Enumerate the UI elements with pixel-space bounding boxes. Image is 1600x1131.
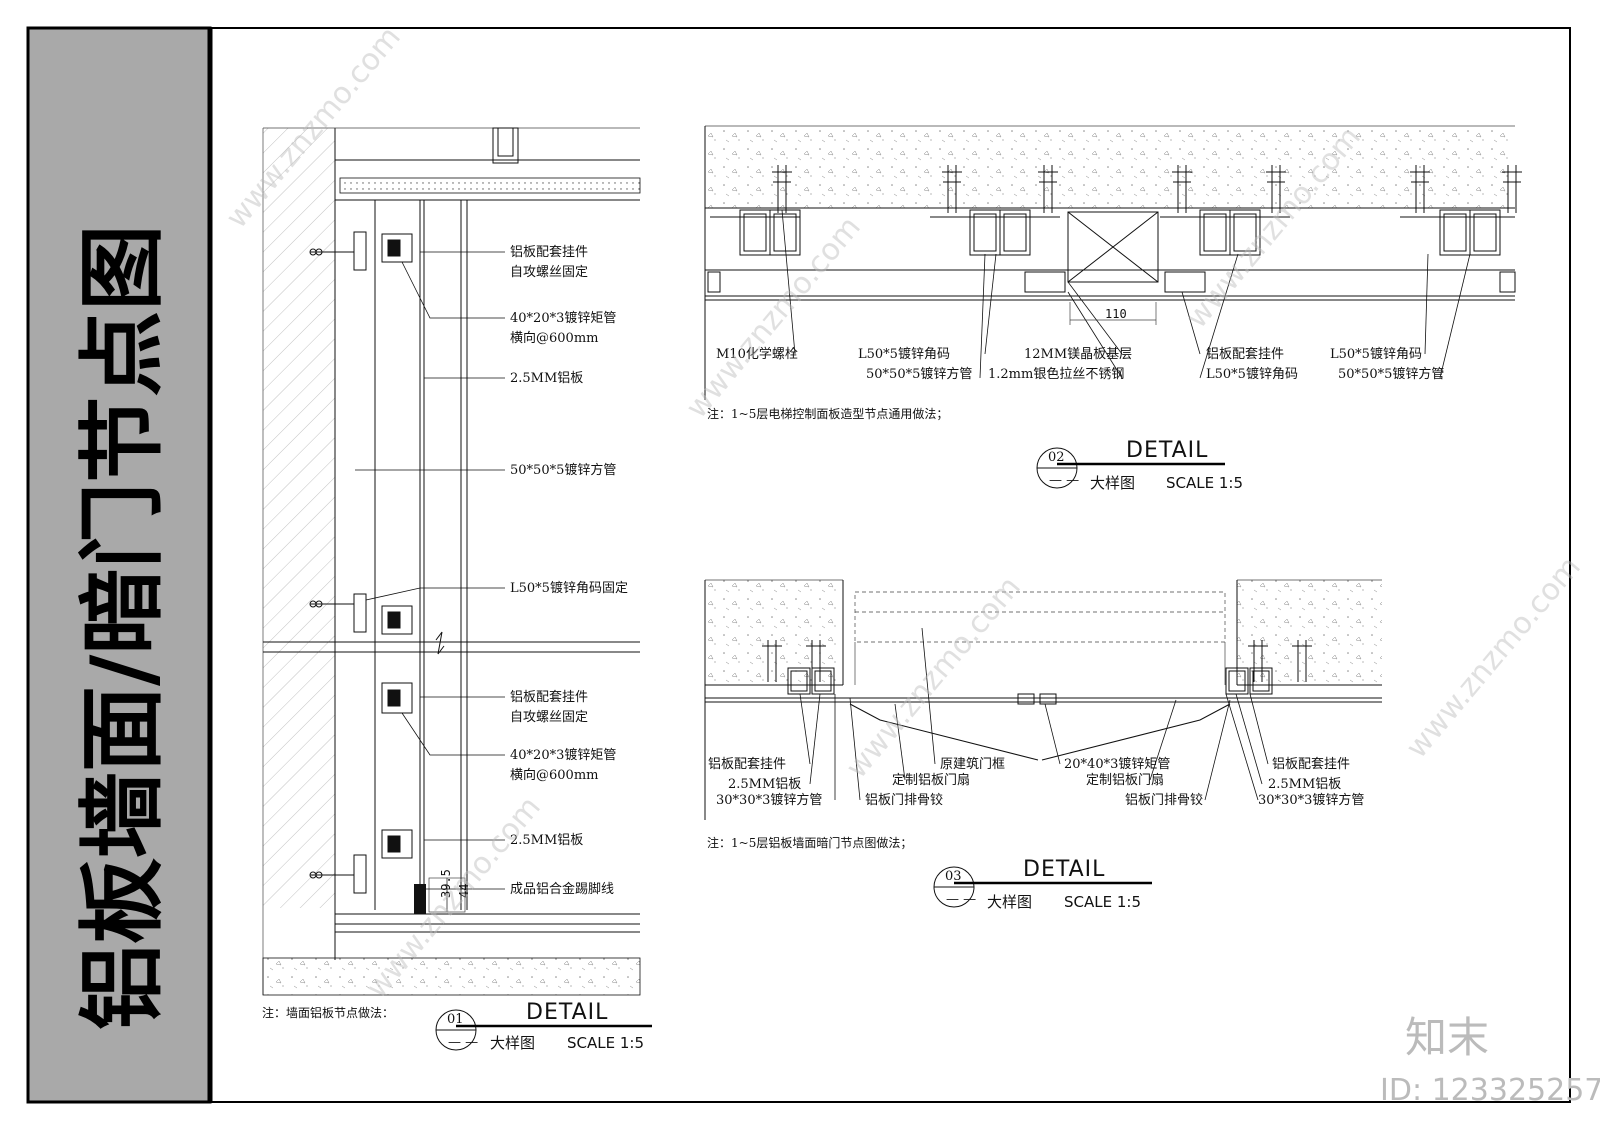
d01-label-9: 自攻螺丝固定 xyxy=(510,710,588,725)
svg-text:44: 44 xyxy=(457,884,471,898)
detail-01-drawing: 39.5 44 xyxy=(262,127,641,996)
svg-text:DETAIL: DETAIL xyxy=(526,1000,608,1025)
svg-text:03: 03 xyxy=(945,869,962,884)
d03-label-4: 定制铝板门扇 xyxy=(892,772,970,788)
svg-text:110: 110 xyxy=(1105,307,1127,321)
d02-label-2: L50*5镀锌角码 xyxy=(858,346,950,362)
d03-label-11: 2.5MM铝板 xyxy=(1268,777,1341,792)
d01-title-block: 01 — — DETAIL 大样图 SCALE 1:5 xyxy=(435,1000,652,1052)
d02-note: 注：1~5层电梯控制面板造型节点通用做法； xyxy=(707,406,948,421)
drawing-title: 铝板墙面/暗门节点图 xyxy=(73,225,173,1030)
d01-label-1: 铝板配套挂件 xyxy=(510,244,588,260)
svg-text:大样图: 大样图 xyxy=(987,893,1032,911)
svg-text:SCALE 1:5: SCALE 1:5 xyxy=(567,1034,644,1052)
d01-label-10: 40*20*3镀锌矩管 xyxy=(510,747,616,763)
d02-label-1: M10化学螺栓 xyxy=(716,346,798,362)
detail-03-drawing xyxy=(704,579,1382,820)
d03-label-12: 30*30*3镀锌方管 xyxy=(1258,792,1364,808)
watermark-id: ID: 1233252571 xyxy=(1380,1073,1600,1108)
d02-label-4: 12MM镁晶板基层 xyxy=(1024,347,1132,362)
d01-label-8: 铝板配套挂件 xyxy=(510,689,588,705)
svg-text:02: 02 xyxy=(1048,450,1065,465)
d01-label-3: 40*20*3镀锌矩管 xyxy=(510,310,616,326)
d03-title-block: 03 — — DETAIL 大样图 SCALE 1:5 xyxy=(933,857,1152,911)
d02-label-6: 铝板配套挂件 xyxy=(1206,346,1284,362)
d01-label-4: 横向@600mm xyxy=(510,330,598,346)
d03-label-7: 20*40*3镀锌矩管 xyxy=(1064,756,1170,772)
d02-label-7: L50*5镀锌角码 xyxy=(1206,366,1298,382)
svg-text:— —: — — xyxy=(448,1035,478,1050)
d03-label-3: 30*30*3镀锌方管 xyxy=(716,792,822,808)
d01-note: 注：墙面铝板节点做法： xyxy=(262,1005,394,1020)
d03-label-9: 铝板门排骨铰 xyxy=(1125,793,1203,808)
d03-label-1: 铝板配套挂件 xyxy=(708,756,786,772)
d01-label-13: 成品铝合金踢脚线 xyxy=(510,881,614,897)
d01-label-2: 自攻螺丝固定 xyxy=(510,265,588,280)
svg-text:www.znzmo.com: www.znzmo.com xyxy=(1399,550,1588,765)
d01-label-11: 横向@600mm xyxy=(510,767,598,783)
d01-label-5: 2.5MM铝板 xyxy=(510,371,583,386)
d02-label-5: 1.2mm银色拉丝不锈钢 xyxy=(988,366,1124,382)
detail-02-drawing: 110 xyxy=(704,125,1522,400)
d03-label-10: 铝板配套挂件 xyxy=(1272,756,1350,772)
svg-text:DETAIL: DETAIL xyxy=(1126,438,1208,463)
d02-label-3: 50*50*5镀锌方管 xyxy=(866,366,972,382)
svg-text:DETAIL: DETAIL xyxy=(1023,857,1105,882)
d03-label-6: 原建筑门框 xyxy=(940,756,1005,772)
svg-text:01: 01 xyxy=(447,1012,464,1027)
d02-label-8: L50*5镀锌角码 xyxy=(1330,346,1422,362)
d02-title-block: 02 — — DETAIL 大样图 SCALE 1:5 xyxy=(1036,438,1243,492)
d03-note: 注：1~5层铝板墙面暗门节点图做法； xyxy=(707,835,912,850)
svg-text:— —: — — xyxy=(1049,473,1079,488)
svg-text:SCALE 1:5: SCALE 1:5 xyxy=(1064,893,1141,911)
d01-label-12: 2.5MM铝板 xyxy=(510,833,583,848)
d03-label-8: 定制铝板门扇 xyxy=(1086,772,1164,788)
d03-label-5: 铝板门排骨铰 xyxy=(865,793,943,808)
svg-text:大样图: 大样图 xyxy=(1090,474,1135,492)
d01-label-7: L50*5镀锌角码固定 xyxy=(510,580,628,596)
svg-text:— —: — — xyxy=(946,892,976,907)
d01-label-6: 50*50*5镀锌方管 xyxy=(510,462,616,478)
d02-label-9: 50*50*5镀锌方管 xyxy=(1338,366,1444,382)
svg-text:SCALE 1:5: SCALE 1:5 xyxy=(1166,474,1243,492)
title-bar xyxy=(26,26,212,1104)
svg-text:39.5: 39.5 xyxy=(439,869,453,898)
d03-label-2: 2.5MM铝板 xyxy=(728,777,801,792)
svg-text:大样图: 大样图 xyxy=(490,1034,535,1052)
watermark-logo: 知末 xyxy=(1405,1013,1489,1062)
